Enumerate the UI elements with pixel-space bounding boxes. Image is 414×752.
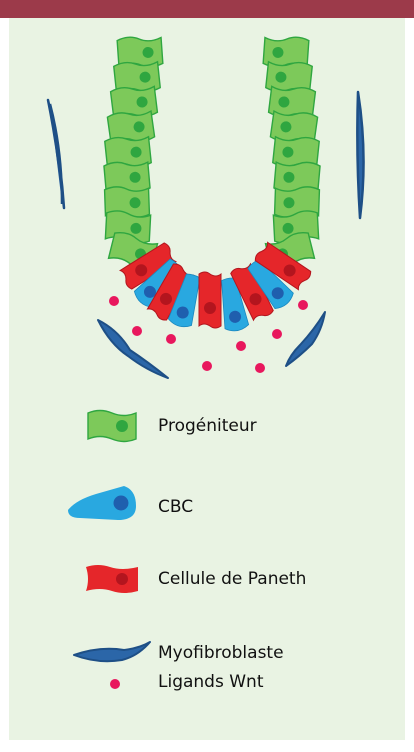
left-progenitor-column <box>104 35 163 271</box>
right-progenitor-column <box>263 35 320 271</box>
legend-label-progenitor: Progéniteur <box>158 416 257 436</box>
paneth-cell <box>199 272 221 328</box>
myofibroblast-left <box>48 100 64 208</box>
legend-label-myofibroblast: Myofibroblaste <box>158 643 284 663</box>
paneth-cell-icon <box>86 565 138 593</box>
crypt-base <box>118 241 312 332</box>
wnt-ligand-dot-icon <box>110 679 120 689</box>
legend-label-wnt: Ligands Wnt <box>158 672 263 692</box>
wnt-ligand-dot <box>202 361 212 371</box>
wnt-ligand-dot <box>236 341 246 351</box>
wnt-ligand-dot <box>298 300 308 310</box>
myofibroblast-bottom-right <box>286 312 325 366</box>
wnt-ligand-dot <box>255 363 265 373</box>
cbc-cell-icon <box>68 486 136 520</box>
myofibroblast-right <box>357 92 363 218</box>
myofibroblast-icon <box>74 642 150 661</box>
legend-label-cbc: CBC <box>158 497 193 517</box>
progenitor-cell-icon <box>88 411 136 442</box>
legend-icons <box>68 411 150 690</box>
wnt-ligand-dot <box>166 334 176 344</box>
wnt-ligand-dot <box>272 329 282 339</box>
wnt-ligand-dot <box>109 296 119 306</box>
wnt-ligand-dot <box>132 326 142 336</box>
legend-label-paneth: Cellule de Paneth <box>158 569 306 589</box>
